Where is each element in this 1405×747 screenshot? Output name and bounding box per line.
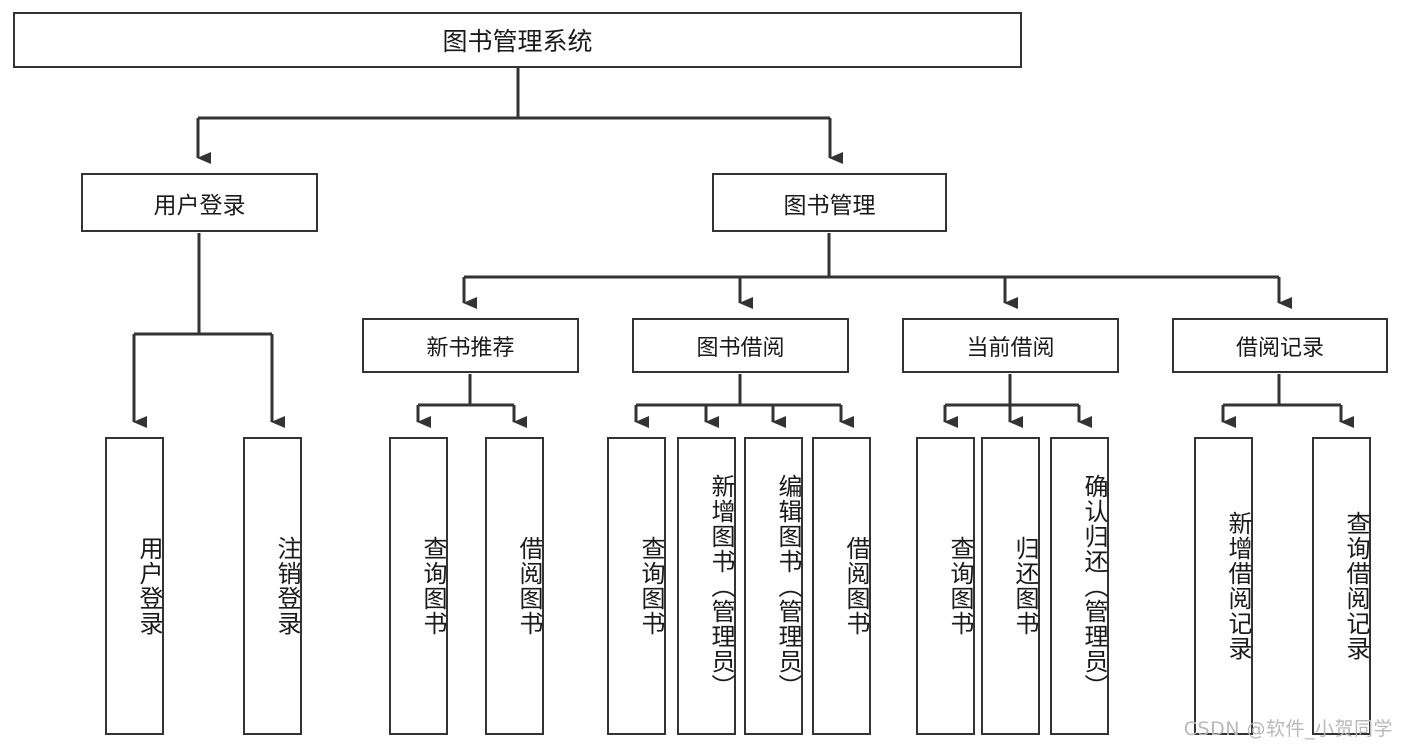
leaf-borrow-query-book[interactable]: 查询图书: [607, 437, 666, 735]
node-label: 新书推荐: [426, 335, 515, 361]
node-label: 用户登录: [135, 536, 163, 636]
node-label: 新增借阅记录: [1224, 511, 1252, 661]
leaf-record-query-record[interactable]: 查询借阅记录: [1312, 437, 1371, 735]
leaf-borrow-borrow-book[interactable]: 借阅图书: [812, 437, 871, 735]
node-label: 图书管理系统: [442, 27, 593, 56]
node-label: 图书借阅: [696, 335, 785, 361]
node-label: 图书管理: [783, 192, 876, 219]
node-label: 新增图书（管理员）: [707, 473, 735, 699]
node-label: 归还图书: [1011, 536, 1039, 636]
node-label: 借阅记录: [1235, 335, 1324, 361]
leaf-borrow-add-book-admin[interactable]: 新增图书（管理员）: [677, 437, 736, 735]
node-book-management[interactable]: 图书管理: [712, 173, 947, 232]
node-label: 查询图书: [946, 536, 974, 636]
node-label: 查询图书: [637, 536, 665, 636]
node-label: 查询图书: [419, 536, 447, 636]
leaf-user-login-logout[interactable]: 注销登录: [243, 437, 302, 735]
node-label: 注销登录: [273, 536, 301, 636]
node-label: 用户登录: [153, 192, 246, 219]
node-label: 查询借阅记录: [1342, 511, 1370, 661]
node-label: 确认归还（管理员）: [1080, 473, 1108, 699]
leaf-record-add-record[interactable]: 新增借阅记录: [1194, 437, 1253, 735]
node-book-borrow[interactable]: 图书借阅: [632, 318, 849, 373]
leaf-borrow-edit-book-admin[interactable]: 编辑图书（管理员）: [744, 437, 803, 735]
leaf-user-login-login[interactable]: 用户登录: [105, 437, 164, 735]
node-label: 当前借阅: [966, 335, 1055, 361]
leaf-current-query-book[interactable]: 查询图书: [916, 437, 975, 735]
node-root-system[interactable]: 图书管理系统: [13, 12, 1022, 68]
node-label: 借阅图书: [842, 536, 870, 636]
leaf-recommend-borrow-book[interactable]: 借阅图书: [485, 437, 544, 735]
leaf-current-return-book[interactable]: 归还图书: [981, 437, 1040, 735]
node-current-borrow[interactable]: 当前借阅: [902, 318, 1119, 373]
node-label: 借阅图书: [515, 536, 543, 636]
leaf-recommend-query-book[interactable]: 查询图书: [389, 437, 448, 735]
node-new-book-recommend[interactable]: 新书推荐: [362, 318, 579, 373]
node-borrow-record[interactable]: 借阅记录: [1172, 318, 1388, 373]
node-user-login[interactable]: 用户登录: [81, 173, 318, 232]
leaf-current-confirm-return-admin[interactable]: 确认归还（管理员）: [1050, 437, 1109, 735]
watermark-text: CSDN @软件_小贺同学: [1183, 718, 1393, 740]
node-label: 编辑图书（管理员）: [774, 473, 802, 699]
